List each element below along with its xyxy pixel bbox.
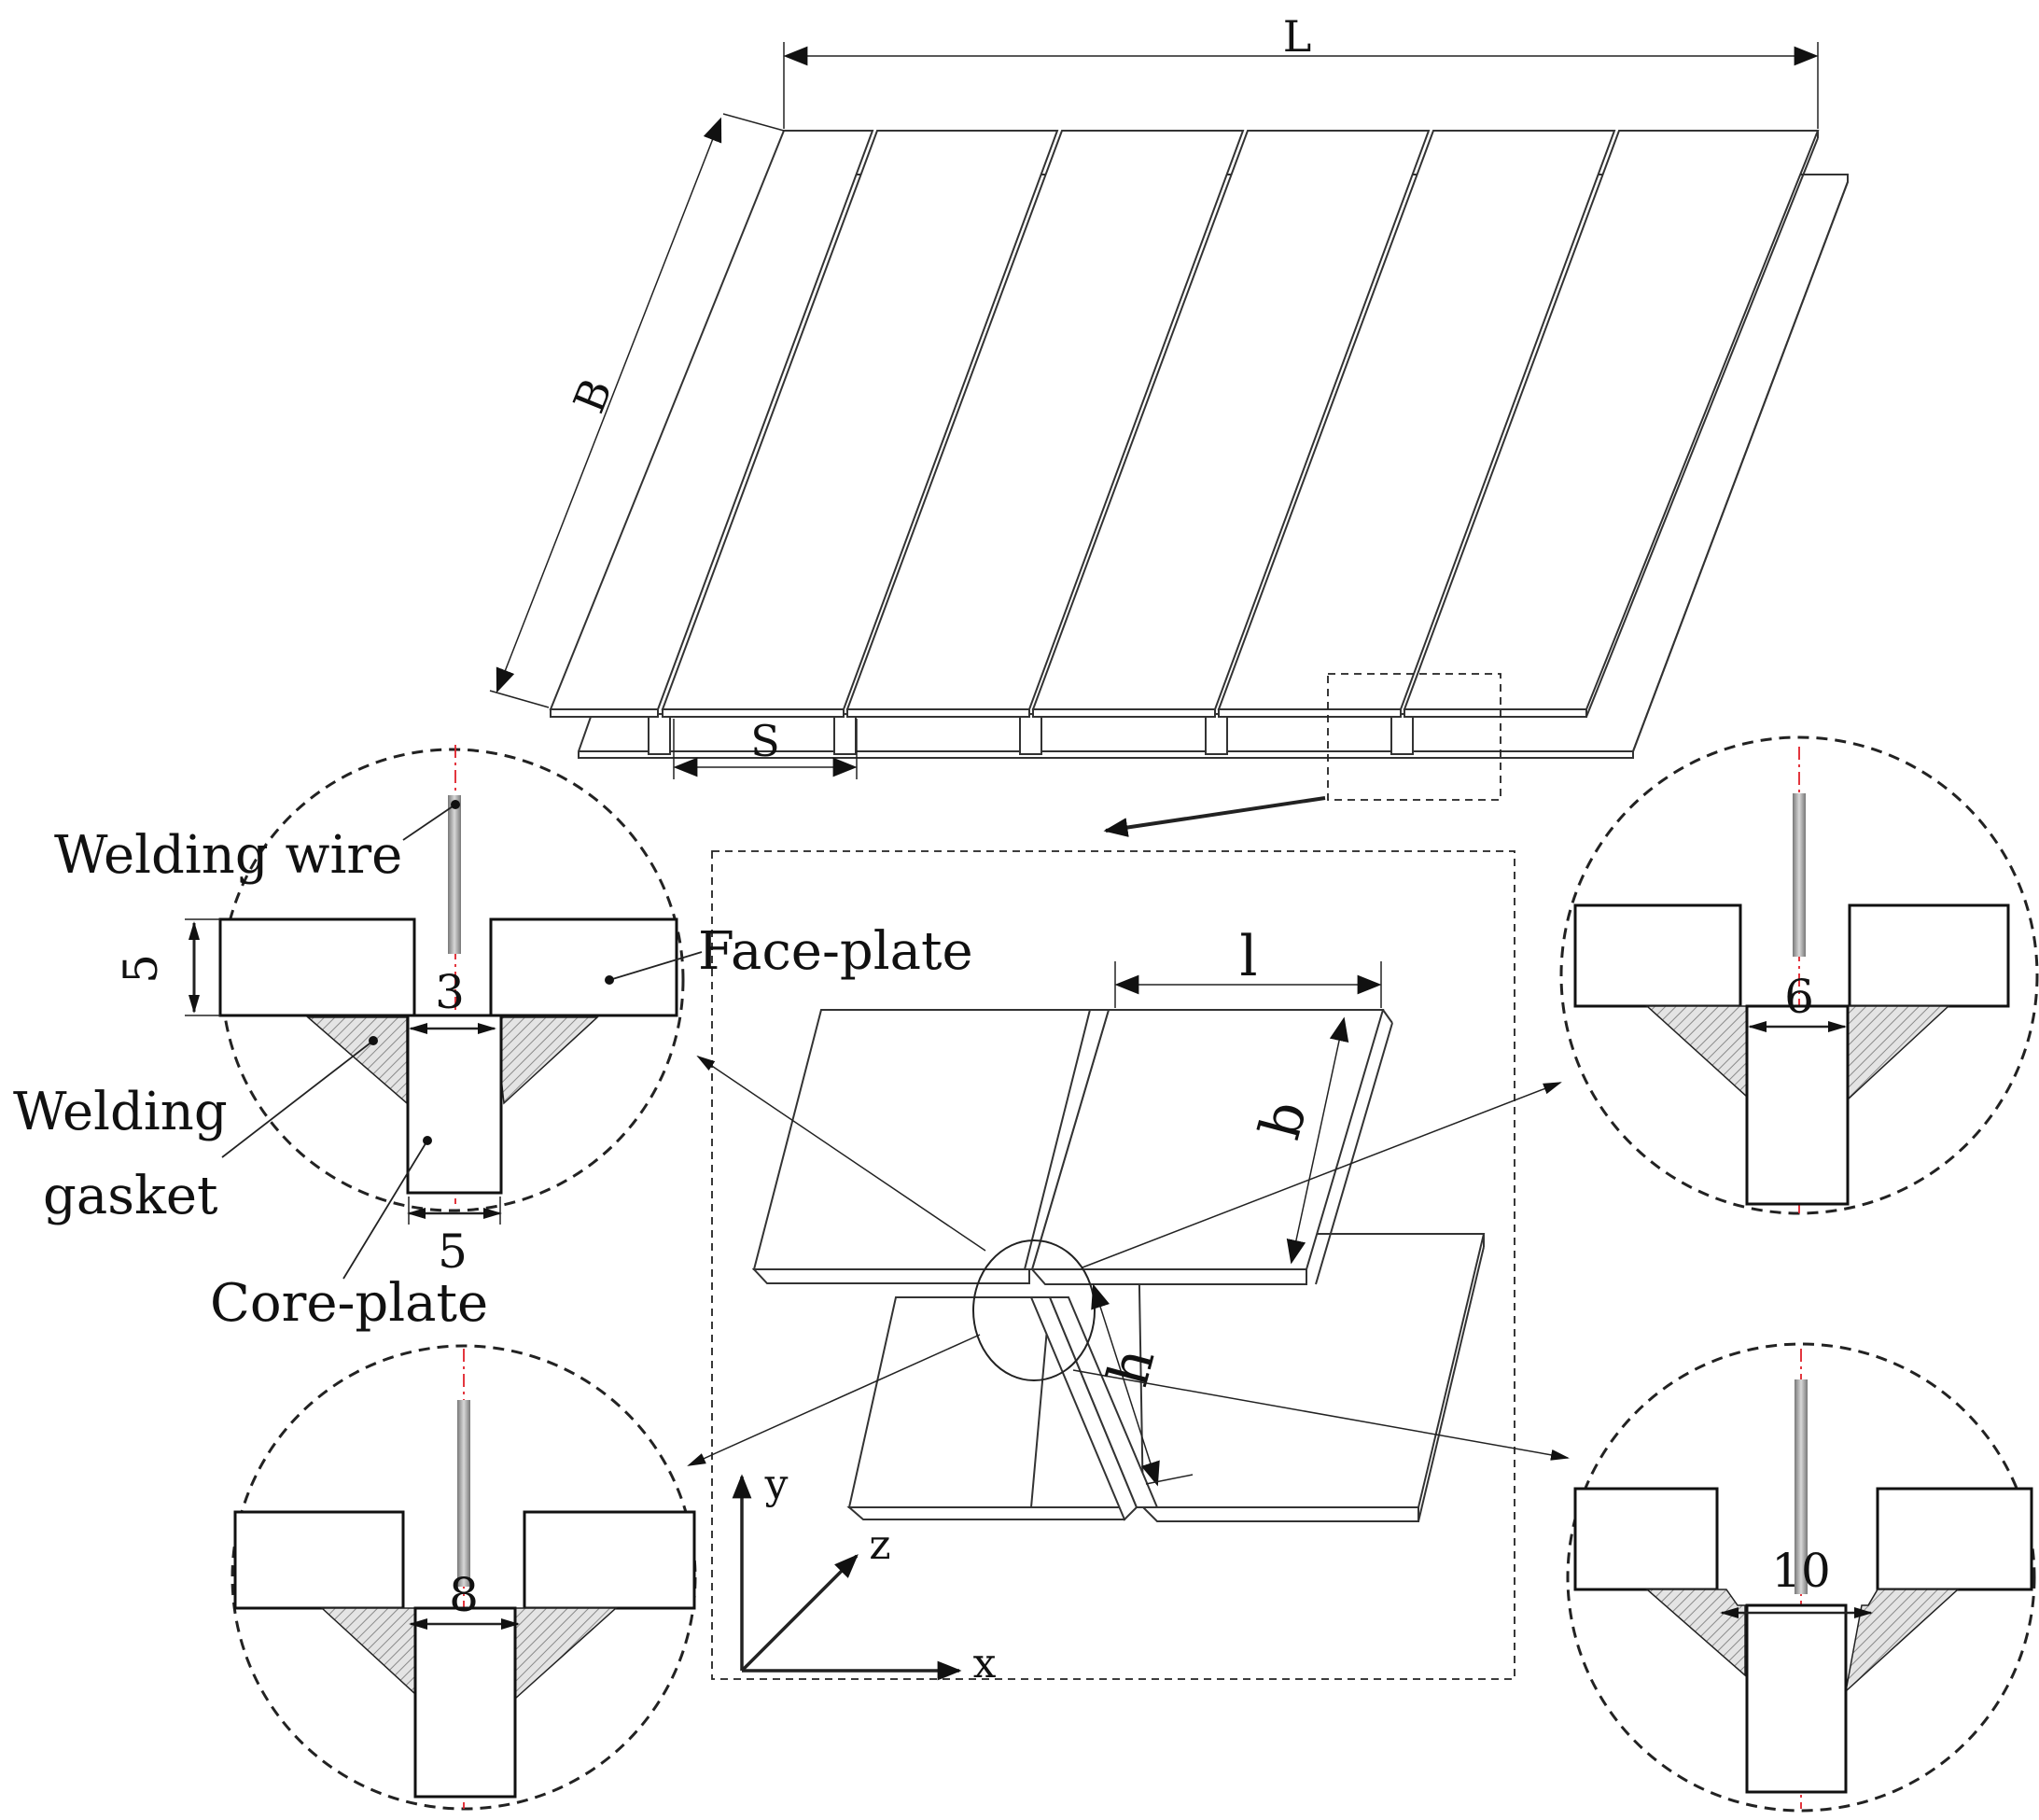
core-plate-label: Core-plate xyxy=(210,1273,488,1334)
welding-gasket-right xyxy=(1844,1589,1960,1694)
coordinate-axes: y x z xyxy=(732,1461,997,1687)
welding-wire xyxy=(448,795,461,954)
face-plate-right xyxy=(1848,903,2010,1008)
gap-3-label: 3 xyxy=(435,965,465,1019)
detail-top-right: 6 xyxy=(1559,735,2039,1215)
welding-gasket-right xyxy=(494,1016,599,1105)
gap-10-label: 10 xyxy=(1771,1544,1831,1598)
face-plate-right xyxy=(523,1510,696,1610)
detail-pointer-lines xyxy=(687,1055,1570,1466)
detail-pointer-arrow xyxy=(1103,796,1326,837)
welding-gasket-left xyxy=(1645,1005,1748,1099)
dim-L-label: L xyxy=(1283,11,1312,62)
welding-wire-label: Welding wire xyxy=(54,825,402,886)
welding-gasket-right xyxy=(514,1607,618,1701)
detail-selection-box xyxy=(1327,673,1501,801)
dim-B-label: B xyxy=(564,371,622,420)
welding-gasket-left xyxy=(320,1607,416,1696)
core-plate xyxy=(1745,1603,1848,1794)
axis-x-label: x xyxy=(973,1640,997,1687)
face-plate-left xyxy=(1573,1487,1719,1591)
dim-l-label: l xyxy=(1239,924,1257,989)
detail-bottom-left: 8 xyxy=(230,1344,697,1811)
face-plate-left xyxy=(218,917,416,1017)
axis-z-label: z xyxy=(869,1521,890,1569)
gap-8-label: 8 xyxy=(449,1568,479,1622)
face-plate-left xyxy=(233,1510,405,1610)
axis-y-label: y xyxy=(764,1461,789,1508)
welding-gasket-right xyxy=(1847,1005,1950,1101)
welding-wire xyxy=(457,1400,470,1587)
core-plate xyxy=(1745,1004,1850,1206)
detail-bottom-right: 10 xyxy=(1566,1342,2036,1813)
joint-detail-box xyxy=(711,850,1515,1680)
welding-gasket-label-1: Welding xyxy=(13,1082,228,1142)
welding-wire xyxy=(1793,793,1806,957)
dimension-S: S xyxy=(673,716,858,779)
core-plate xyxy=(413,1606,517,1799)
welding-gasket-label-2: gasket xyxy=(43,1166,218,1226)
face-thickness-label: 5 xyxy=(114,954,168,984)
face-plate-left xyxy=(1573,903,1742,1008)
dimension-l: l xyxy=(1114,924,1382,1008)
welding-wire xyxy=(1795,1379,1808,1594)
core-width-label: 5 xyxy=(438,1225,468,1279)
face-plate-label: Face-plate xyxy=(698,921,973,982)
core-plate xyxy=(406,1014,503,1195)
detail-top-left: 5 3 5 xyxy=(114,745,703,1280)
dim-S-label: S xyxy=(750,716,780,766)
face-plate-right xyxy=(1876,1487,2033,1591)
welding-gasket-left xyxy=(1645,1589,1746,1677)
face-plate-right xyxy=(489,917,678,1017)
dimension-L: L xyxy=(783,11,1819,129)
gap-6-label: 6 xyxy=(1784,970,1814,1024)
core-plates xyxy=(648,713,1414,755)
panel-isometric xyxy=(549,130,1849,759)
joint-isometric xyxy=(751,1009,1486,1522)
welding-gasket-left xyxy=(305,1016,408,1105)
